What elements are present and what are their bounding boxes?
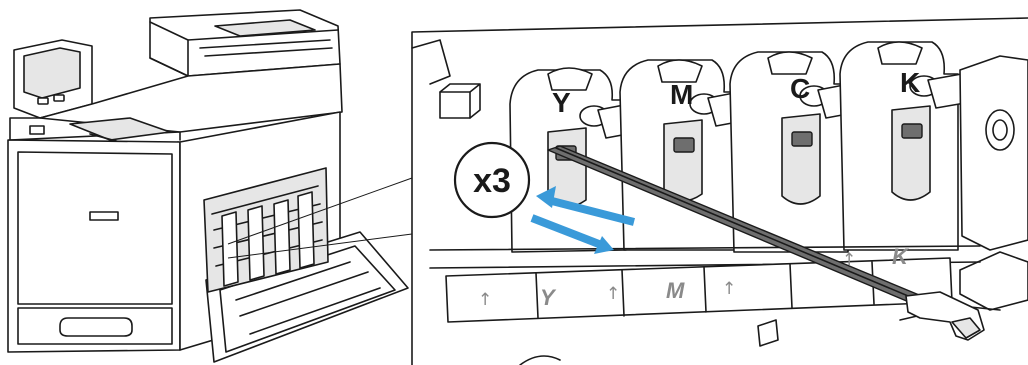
- latch-icon: [664, 120, 702, 201]
- detail-view: ↑ ↑ ↑ ↑ Y M K Y M C K x3: [412, 18, 1028, 365]
- latch-icon: [892, 106, 930, 200]
- slot-label-y: Y: [540, 285, 557, 310]
- up-arrow-icon: ↑: [478, 290, 492, 310]
- latch-icon: [782, 114, 820, 204]
- repeat-count-label: x3: [473, 162, 511, 200]
- slot-label-m: M: [666, 278, 685, 303]
- up-arrow-icon: ↑: [606, 284, 620, 304]
- up-arrow-icon: ↑: [722, 279, 736, 299]
- slot-label-k: K: [892, 244, 910, 269]
- repeat-count-badge: x3: [455, 143, 529, 217]
- cartridge-label-m: M: [670, 79, 693, 110]
- printer-overview: [8, 10, 412, 362]
- cartridge-label-k: K: [900, 67, 920, 98]
- cartridge-label-c: C: [790, 73, 810, 104]
- cartridge-label-y: Y: [552, 87, 571, 118]
